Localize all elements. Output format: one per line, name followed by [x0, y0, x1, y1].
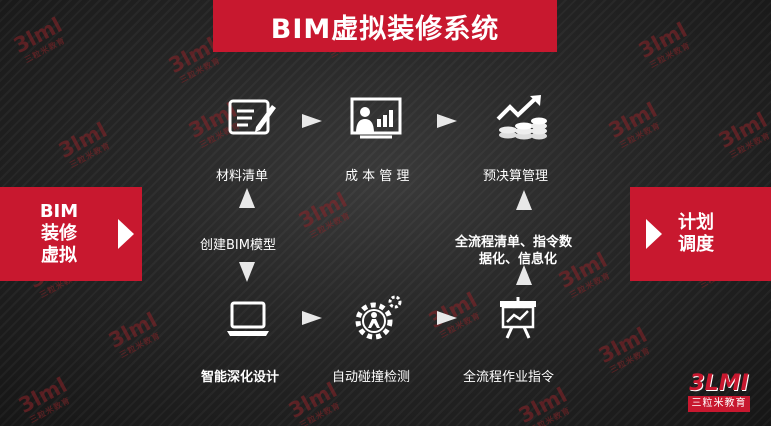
arrow-right-icon: [437, 311, 457, 325]
laptop-icon: [227, 301, 269, 336]
checklist-pen-icon: [228, 99, 276, 135]
diagram-title: BIM虚拟装修系统: [270, 13, 500, 45]
schedule-box: 计划 调度: [630, 187, 771, 281]
full-process-label-line2: 据化、信息化: [479, 252, 558, 267]
play-triangle-icon: [118, 219, 134, 249]
create-bim-model-label: 创建BIM模型: [200, 238, 276, 253]
clash-detection-label: 自动碰撞检测: [332, 370, 411, 385]
whiteboard-chart-icon: [500, 297, 536, 339]
budget-management-label: 预决算管理: [483, 169, 549, 184]
decoration-line: 装修: [41, 223, 77, 244]
arrow-down-icon: [239, 262, 255, 282]
bim-line: BIM: [39, 201, 79, 222]
title-banner: BIM虚拟装修系统: [213, 0, 557, 52]
logo-mark: 3LMI: [689, 371, 749, 396]
arrow-up-icon: [516, 190, 532, 210]
bim-virtual-box: BIM 装修 虚拟: [0, 187, 142, 281]
smart-design-label: 智能深化设计: [201, 370, 280, 385]
brand-logo: 3LMI 三粒米教育: [688, 372, 750, 418]
play-triangle-icon: [646, 219, 662, 249]
gear-person-icon: [355, 295, 402, 340]
schedule-text: 计划 调度: [678, 212, 714, 256]
arrow-up-icon: [516, 265, 532, 285]
presenter-chart-icon: [350, 97, 402, 139]
material-list-label: 材料清单: [216, 169, 269, 184]
arrow-right-icon: [437, 114, 457, 128]
growth-coins-icon: [496, 95, 547, 140]
arrow-up-icon: [239, 188, 255, 208]
virtual-line: 虚拟: [41, 245, 77, 266]
logo-subtitle: 三粒米教育: [688, 396, 750, 412]
cost-management-label: 成 本 管 理: [345, 169, 410, 184]
work-instructions-label: 全流程作业指令: [463, 370, 555, 385]
bim-virtual-text: BIM 装修 虚拟: [0, 201, 118, 267]
arrow-right-icon: [302, 114, 322, 128]
arrow-right-icon: [302, 311, 322, 325]
dispatch-line: 调度: [678, 234, 714, 255]
plan-line: 计划: [678, 212, 714, 233]
full-process-label-line1: 全流程清单、指令数: [455, 235, 573, 250]
